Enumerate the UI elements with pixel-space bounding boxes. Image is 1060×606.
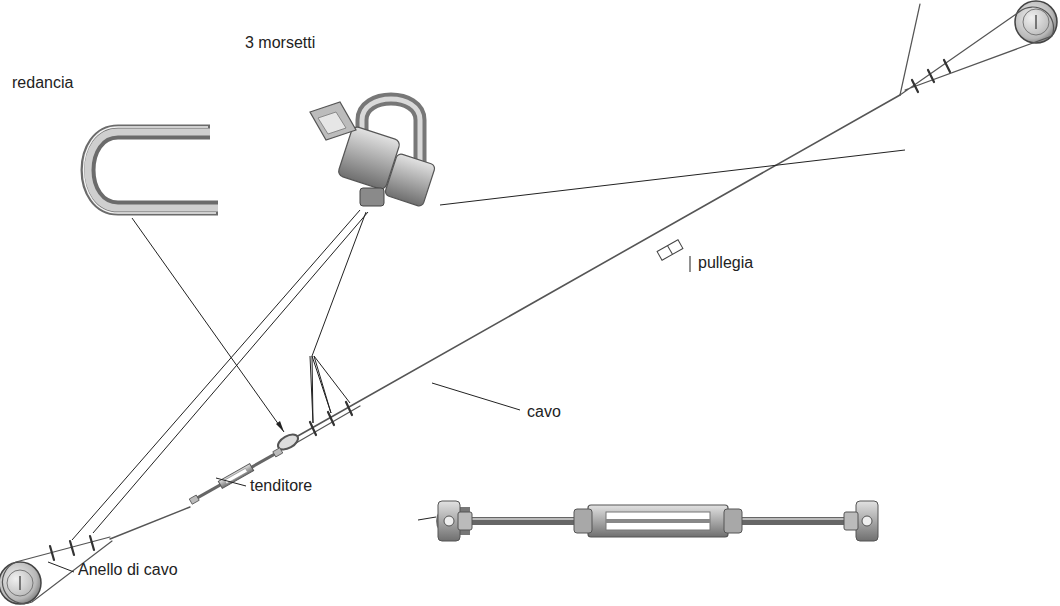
turnbuckle-detail [856, 501, 878, 541]
wire-clamp [310, 422, 316, 435]
wire-clamp [912, 80, 918, 92]
leader-line [276, 421, 284, 432]
pulley-block [657, 240, 683, 261]
leader-line [432, 383, 520, 410]
turnbuckle-small [189, 447, 283, 505]
turnbuckle-detail [444, 516, 454, 526]
turnbuckle-detail [574, 509, 592, 533]
leader-line [440, 150, 905, 205]
turnbuckle-detail [438, 501, 878, 541]
pulley-top-right [1023, 9, 1049, 35]
wire-clamp [944, 60, 950, 72]
pulley-bottom-left [19, 576, 21, 590]
leader-line [72, 210, 360, 540]
thimble-detail [88, 132, 218, 208]
thimble-detail [84, 127, 219, 213]
turnbuckle-detail [724, 509, 742, 533]
turnbuckle-detail [606, 512, 710, 530]
leader-line [132, 218, 284, 432]
wire-clamp [90, 536, 94, 550]
clamp-detail [360, 188, 384, 206]
leader-line [690, 256, 691, 272]
turnbuckle-small [189, 495, 199, 504]
wire-clamp [928, 70, 934, 82]
wire-cable [110, 507, 190, 539]
wire-clamp [70, 541, 74, 555]
turnbuckle-detail [458, 512, 472, 530]
part-label: tenditore [250, 477, 312, 495]
leader-line [216, 478, 246, 486]
wire-clamp [328, 412, 334, 425]
turnbuckle-detail [862, 516, 872, 526]
wire-cable [296, 95, 900, 437]
leader-line [418, 517, 436, 520]
turnbuckle-detail [438, 501, 460, 541]
part-label: redancia [12, 74, 73, 92]
part-label: pullegia [698, 254, 753, 272]
part-label: cavo [527, 403, 561, 421]
turnbuckle-detail [844, 512, 858, 530]
wire-clamp [310, 402, 352, 435]
pulley-top-right [1035, 15, 1037, 29]
leader-line [310, 356, 350, 423]
wire-clamp [346, 402, 352, 415]
pulley-block [657, 240, 683, 261]
pulley-bottom-left [0, 562, 41, 604]
clamp-detail [318, 112, 346, 134]
leader-line [48, 150, 905, 572]
clamp-detail [310, 102, 356, 140]
turnbuckle-detail [606, 519, 710, 523]
wire-clamp [912, 60, 950, 92]
thimble-detail [84, 127, 217, 213]
part-label: 3 morsetti [245, 34, 315, 52]
clamp-detail [310, 99, 436, 207]
turnbuckle-small [218, 464, 253, 489]
part-label: Anello di cavo [78, 561, 178, 579]
clamp-detail [384, 153, 436, 207]
leader-line [93, 212, 368, 533]
wire-clamp [50, 546, 54, 560]
wire-cable [2, 4, 1053, 604]
leader-line [48, 562, 74, 572]
pulley-block [668, 246, 673, 255]
turnbuckle-small [273, 448, 283, 457]
pulley-bottom-left [0, 562, 41, 604]
thimble-detail [88, 132, 218, 208]
wire-cable [900, 7, 1054, 95]
turnbuckle-detail [588, 505, 728, 537]
wire-cable [900, 4, 920, 95]
pulley-bottom-left [7, 570, 33, 596]
